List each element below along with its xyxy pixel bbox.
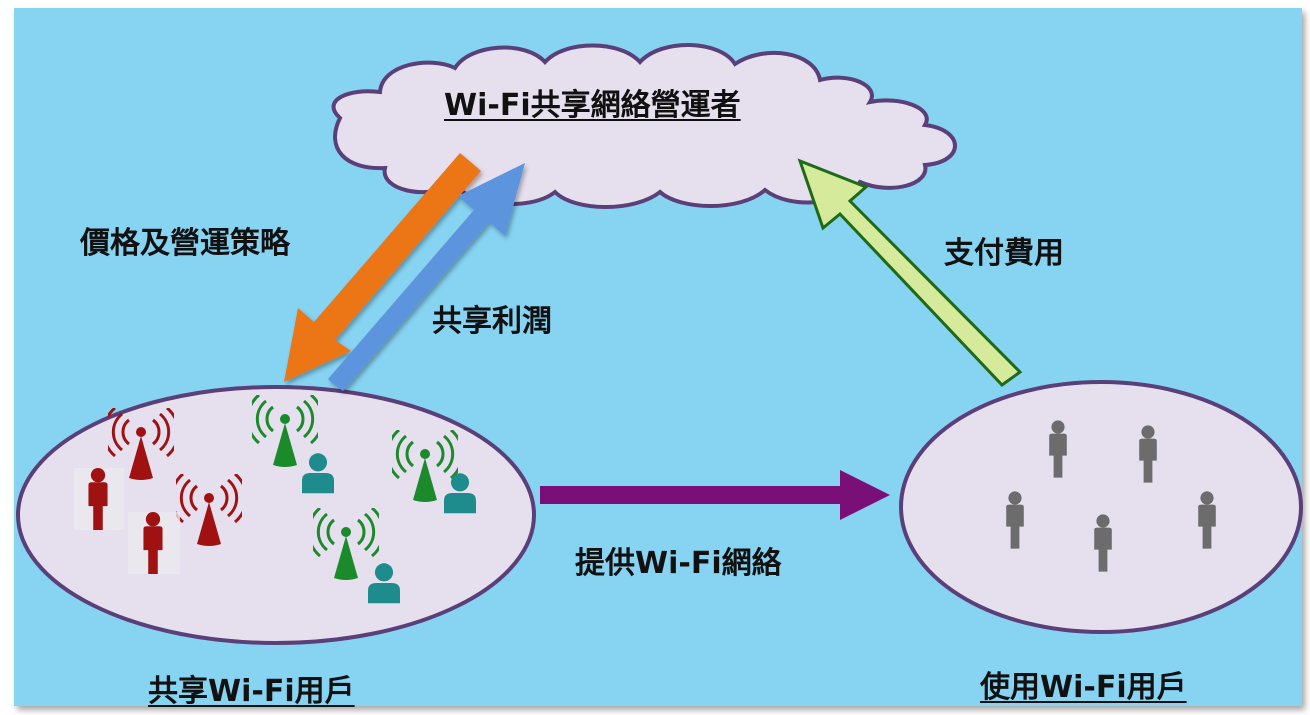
using-users-label: 使用Wi-Fi用戶 <box>980 670 1187 705</box>
payment-label: 支付費用 <box>944 236 1064 271</box>
operator-cloud <box>331 43 957 209</box>
profit-sharing-arrow <box>328 163 525 391</box>
profit-sharing-label: 共享利潤 <box>432 304 552 339</box>
pricing-strategy-arrow <box>284 153 481 382</box>
sharing-users-label: 共享Wi-Fi用戶 <box>148 674 355 709</box>
provide-wifi-label: 提供Wi-Fi網絡 <box>575 546 782 581</box>
provide-wifi-arrow <box>540 470 890 520</box>
using-users-ellipse <box>899 380 1303 634</box>
pricing-strategy-label: 價格及營運策略 <box>80 226 290 261</box>
sharing-users-ellipse <box>16 385 536 645</box>
payment-arrow <box>797 158 1023 387</box>
operator-title: Wi-Fi共享網絡營運者 <box>444 88 741 123</box>
sharing-users-icons <box>74 395 476 604</box>
